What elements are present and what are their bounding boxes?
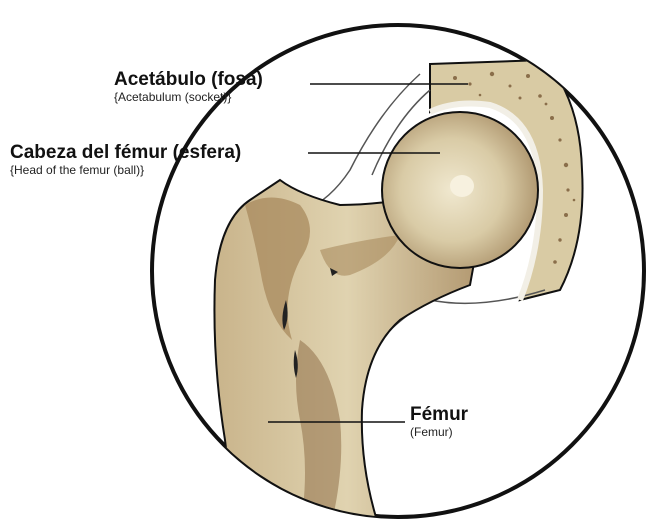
femur-label-sub: (Femur): [410, 425, 468, 439]
acetabulum-label-main: Acetábulo (fosa): [114, 70, 263, 90]
acetabulum-label: Acetábulo (fosa) {Acetabulum (socket)}: [114, 70, 263, 104]
femoral-head-highlight: [450, 175, 474, 197]
acetabulum-label-sub: {Acetabulum (socket)}: [114, 90, 263, 104]
femoral-head-label: Cabeza del fémur (esfera) {Head of the f…: [10, 143, 241, 177]
femur-label: Fémur (Femur): [410, 405, 468, 439]
femur-label-main: Fémur: [410, 405, 468, 425]
femoral-head-label-sub: {Head of the femur (ball)}: [10, 163, 241, 177]
femoral-head-label-main: Cabeza del fémur (esfera): [10, 143, 241, 163]
